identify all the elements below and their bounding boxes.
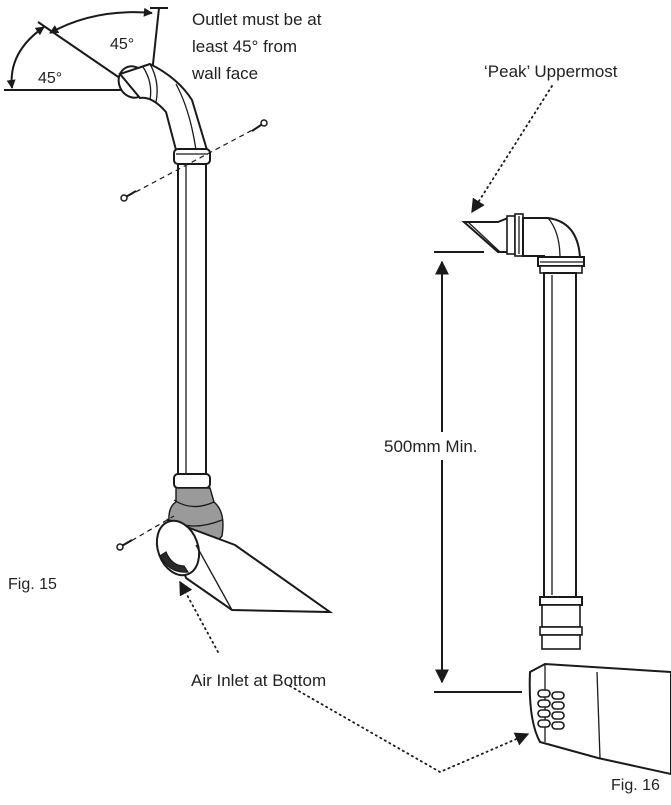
fig16-elbow — [522, 217, 581, 261]
fig15-drawing — [4, 7, 334, 653]
fig15-screw-lower-left — [116, 539, 133, 551]
fig16-lower-collar — [539, 596, 583, 606]
fig16-air-inlet-leader — [289, 685, 530, 774]
fig15-lower-fixing-line — [123, 515, 175, 546]
outlet-note-line-3: wall face — [191, 64, 258, 83]
fig16-drawing — [289, 85, 671, 776]
fig16-vertical-pipe — [543, 272, 577, 598]
peak-leader — [471, 85, 553, 214]
fig16-horizontal-terminal — [528, 662, 671, 776]
fig15-lower-collar — [173, 473, 211, 489]
fig15-text: Outlet must be at least 45° from wall fa… — [8, 10, 326, 690]
angle-label-upper: 45° — [110, 36, 134, 53]
fig15-screw-upper-left — [120, 190, 137, 202]
fig15-screw-top-right — [251, 119, 268, 132]
fig15-vertical-pipe — [177, 163, 207, 477]
peak-uppermost-label: ‘Peak’ Uppermost — [484, 62, 618, 81]
air-inlet-label: Air Inlet at Bottom — [191, 671, 326, 690]
fig15-elbow-collar — [142, 66, 152, 101]
outlet-note-line-1: Outlet must be at — [192, 10, 322, 29]
fig15-lower-angle-arc — [6, 26, 45, 89]
fig15-upper-fixing-line — [127, 124, 263, 197]
fig15-air-inlet-grille — [159, 551, 190, 573]
fig16-terminal-collar-1 — [506, 215, 516, 255]
fig16-peak-terminal — [461, 216, 509, 253]
outlet-note-line-2: least 45° from — [192, 37, 297, 56]
fig15-upper-angle-arc — [49, 7, 153, 34]
fig16-air-inlet-slots — [537, 689, 565, 730]
min-height-label: 500mm Min. — [384, 437, 478, 456]
fig16-label: Fig. 16 — [611, 777, 660, 794]
fig16-text: ‘Peak’ Uppermost 500mm Min. Fig. 16 — [384, 62, 660, 794]
fig15-label: Fig. 15 — [8, 576, 57, 593]
angle-label-lower: 45° — [38, 70, 62, 87]
